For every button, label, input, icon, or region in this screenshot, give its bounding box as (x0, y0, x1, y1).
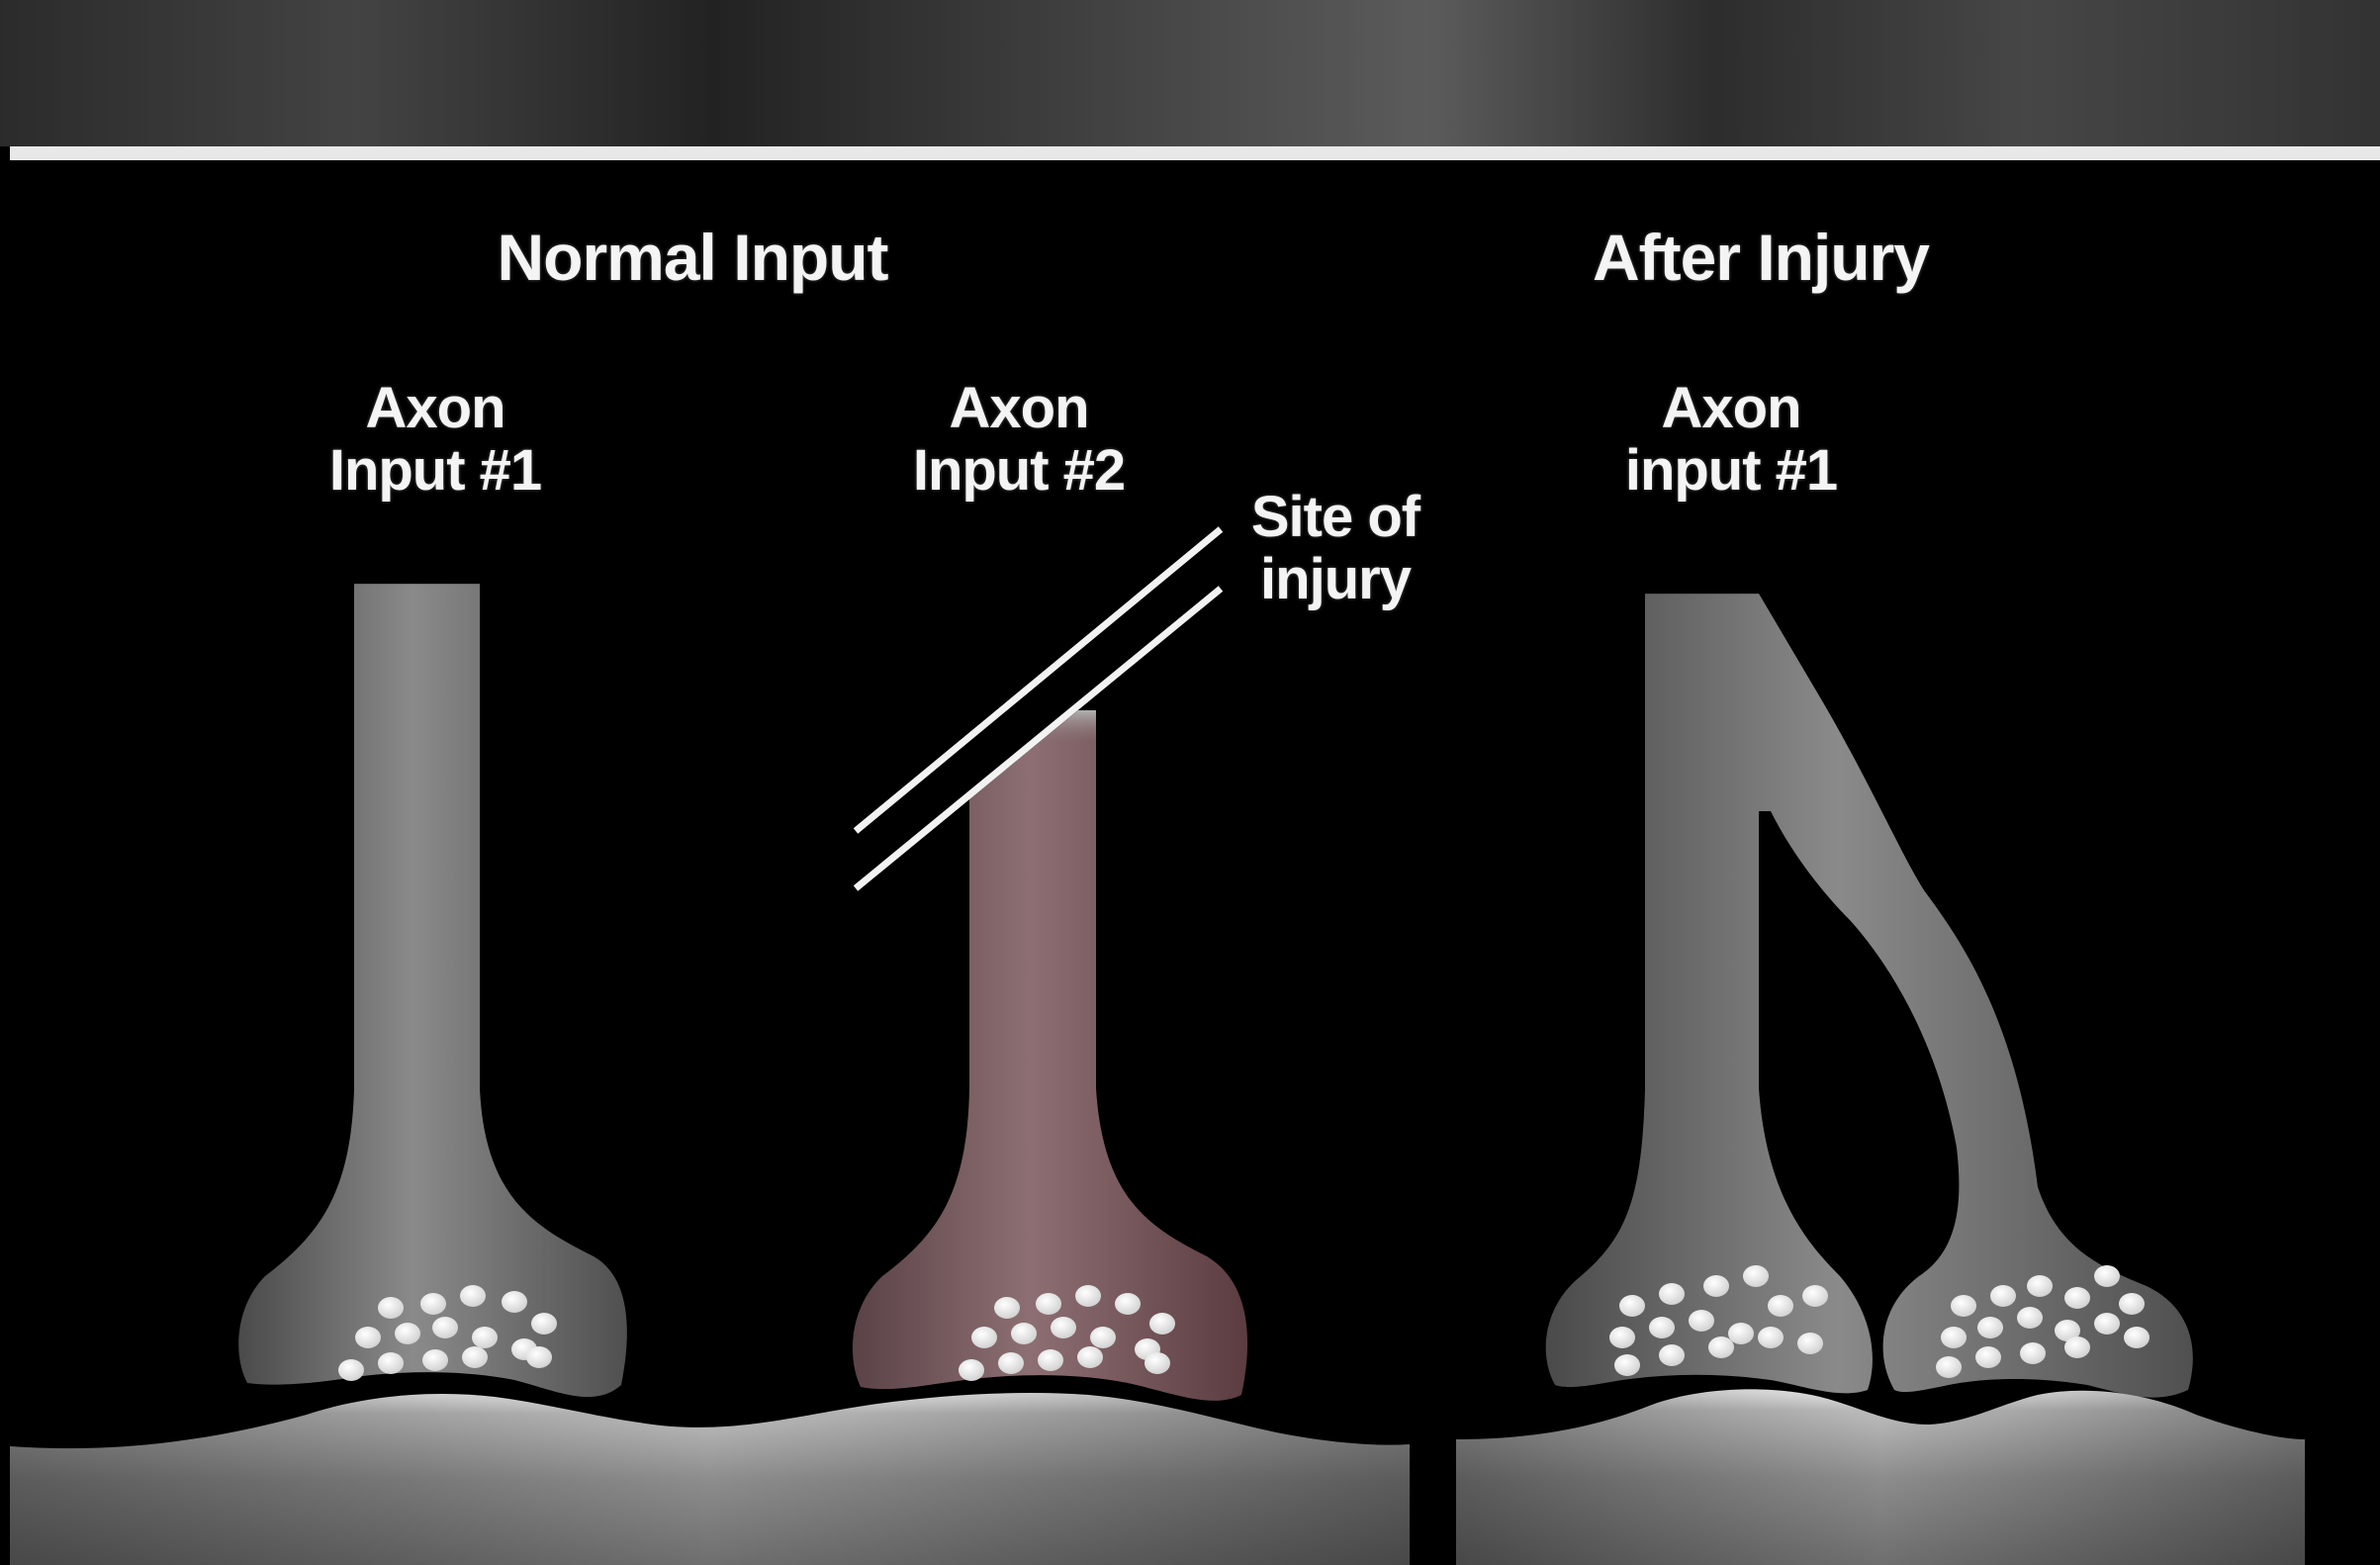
synaptic-vesicle (2055, 1320, 2080, 1341)
injury-cut-line-upper (853, 526, 1224, 834)
label-site-of-injury-line1: Site of (1250, 485, 1420, 549)
injury-cut-line-lower (853, 586, 1224, 891)
synaptic-vesicle (422, 1349, 448, 1371)
axon-input-1-sprouted (1545, 589, 2193, 1398)
axon-input-1 (238, 579, 627, 1398)
dendrite-normal (10, 1393, 1410, 1565)
label-site-of-injury-line2: injury (1260, 546, 1412, 611)
dendrite-after-injury (1456, 1389, 2305, 1565)
synaptic-vesicle (395, 1323, 420, 1344)
synaptic-vesicle (1077, 1346, 1103, 1368)
label-axon-input-2-line1: Axon (949, 376, 1090, 440)
synaptic-vesicle (2094, 1265, 2120, 1287)
label-axon-input-1-after-line2: input #1 (1624, 437, 1838, 503)
synaptic-vesicle (1951, 1295, 1976, 1317)
synaptic-vesicle (1075, 1285, 1101, 1307)
synaptic-vesicle (502, 1291, 527, 1313)
synaptic-vesicle (1659, 1283, 1685, 1305)
label-axon-input-1: Axon Input #1 (267, 376, 603, 503)
synaptic-vesicle (1659, 1344, 1685, 1366)
synaptic-vesicle (1036, 1293, 1061, 1315)
synaptic-vesicle (1743, 1265, 1769, 1287)
synaptic-vesicle (338, 1359, 364, 1381)
synaptic-vesicle (420, 1293, 446, 1315)
vesicles-axon-1 (338, 1285, 557, 1381)
synaptic-vesicle (1619, 1295, 1645, 1317)
synaptic-vesicle (1768, 1295, 1793, 1317)
top-separator-line (10, 146, 2380, 160)
synaptic-vesicle (1975, 1346, 2001, 1368)
synaptic-vesicle (2020, 1342, 2046, 1364)
synaptic-vesicle (1689, 1310, 1714, 1332)
label-axon-input-1-after-line1: Axon (1661, 376, 1802, 440)
synaptic-vesicle (1614, 1354, 1640, 1376)
synaptic-vesicle (994, 1297, 1020, 1319)
synaptic-vesicle (1936, 1356, 1962, 1378)
synaptic-vesicle (460, 1285, 486, 1307)
synaptic-vesicle (2064, 1336, 2090, 1358)
synaptic-vesicle (1115, 1293, 1141, 1315)
synaptic-vesicle (355, 1327, 381, 1348)
vesicles-axon-3-right (1936, 1265, 2150, 1378)
synaptic-vesicle (1941, 1327, 1967, 1348)
label-axon-input-1-line1: Axon (365, 376, 506, 440)
synaptic-vesicle (432, 1317, 458, 1338)
synaptic-vesicle (472, 1327, 498, 1348)
label-axon-input-2: Axon Input #2 (851, 376, 1187, 503)
label-axon-input-1-after: Axon input #1 (1563, 376, 1899, 503)
synaptic-vesicle (2017, 1307, 2043, 1329)
synaptic-vesicle (2124, 1327, 2150, 1348)
synaptic-vesicle (998, 1352, 1024, 1374)
synaptic-vesicle (378, 1352, 404, 1374)
synaptic-vesicle (1144, 1352, 1170, 1374)
synaptic-vesicle (1758, 1327, 1784, 1348)
top-texture-band (0, 0, 2380, 146)
synaptic-vesicle (1011, 1323, 1037, 1344)
synaptic-vesicle (2119, 1293, 2145, 1315)
synaptic-vesicle (1708, 1336, 1734, 1358)
synaptic-vesicle (1649, 1317, 1675, 1338)
synaptic-vesicle (1703, 1275, 1729, 1297)
synaptic-vesicle (1609, 1327, 1635, 1348)
heading-after-injury: After Injury (1592, 221, 1930, 294)
synaptic-vesicle (462, 1346, 488, 1368)
synaptic-vesicle (2064, 1287, 2090, 1309)
synaptic-vesicle (971, 1327, 997, 1348)
synaptic-vesicle (1149, 1313, 1175, 1335)
synaptic-vesicle (959, 1359, 984, 1381)
synaptic-vesicle (1977, 1317, 2003, 1338)
label-site-of-injury: Site of injury (1187, 485, 1484, 611)
axon-input-2-injured (852, 710, 1248, 1401)
synaptic-vesicle (2027, 1275, 2053, 1297)
synaptic-vesicle (378, 1297, 404, 1319)
synaptic-vesicle (1797, 1333, 1823, 1354)
synaptic-vesicle (531, 1313, 557, 1335)
vesicles-axon-2 (959, 1285, 1175, 1381)
vesicles-axon-3-left (1609, 1265, 1828, 1376)
synaptic-vesicle (1728, 1323, 1754, 1344)
label-axon-input-1-line2: Input #1 (328, 437, 542, 503)
heading-normal-input: Normal Input (497, 221, 889, 294)
synaptic-vesicle (1038, 1349, 1063, 1371)
synaptic-vesicle (1051, 1317, 1076, 1338)
synaptic-vesicle (1090, 1327, 1116, 1348)
synaptic-vesicle (526, 1346, 552, 1368)
synaptic-vesicle (1990, 1285, 2016, 1307)
synaptic-vesicle (2094, 1313, 2120, 1335)
label-axon-input-2-line2: Input #2 (912, 437, 1126, 503)
synaptic-vesicle (1802, 1285, 1828, 1307)
